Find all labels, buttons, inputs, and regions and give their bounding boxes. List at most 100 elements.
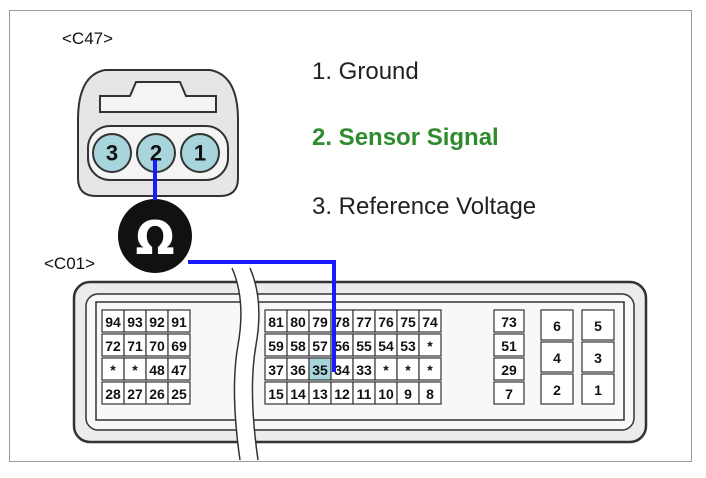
c01-pin-label: 73 (501, 314, 517, 330)
legend-ground: 1. Ground (312, 58, 419, 85)
c01-pin: 74 (418, 309, 442, 333)
c01-pin: 13 (308, 381, 332, 405)
c01-pin-label: 54 (378, 338, 394, 354)
c01-pin-label: 71 (127, 338, 143, 354)
ohmmeter: Ω (118, 199, 192, 273)
c01-pin-label: 37 (268, 362, 284, 378)
c01-pin-label: 35 (312, 362, 328, 378)
c01-pin-label: * (427, 338, 433, 354)
c01-pin-label: 12 (334, 386, 350, 402)
c01-pin-label: * (110, 362, 116, 378)
c01-pin-label: 69 (171, 338, 187, 354)
c01-pin-label: 33 (356, 362, 372, 378)
c01-pin-label: 77 (356, 314, 372, 330)
c01-pin: * (374, 357, 398, 381)
c01-pin-label: 74 (422, 314, 438, 330)
c01-pin: 47 (167, 357, 191, 381)
c01-pin: 9 (396, 381, 420, 405)
c01-pin-label: 47 (171, 362, 187, 378)
c01-pin-label: 36 (290, 362, 306, 378)
c01-pin-label: 79 (312, 314, 328, 330)
c01-pin-label: 57 (312, 338, 328, 354)
c01-pin: 7 (493, 381, 525, 405)
c01-pin-label: 26 (149, 386, 165, 402)
c01-pin-label: * (405, 362, 411, 378)
test-wires (153, 160, 336, 372)
c01-pin: 59 (264, 333, 288, 357)
c01-pin: 53 (396, 333, 420, 357)
c01-pin-label: 76 (378, 314, 394, 330)
c01-pin-label: 78 (334, 314, 350, 330)
c01-pin-label: 48 (149, 362, 165, 378)
c01-pin: 36 (286, 357, 310, 381)
c01-pin-label: 53 (400, 338, 416, 354)
c01-pin-label: 25 (171, 386, 187, 402)
c01-pin: 14 (286, 381, 310, 405)
c01-pin-label: 15 (268, 386, 284, 402)
c47-pin-label: 3 (106, 141, 118, 166)
c01-pin-label: 7 (505, 386, 513, 402)
c01-pin: 80 (286, 309, 310, 333)
c01-pin: * (396, 357, 420, 381)
c01-pin: * (418, 357, 442, 381)
c01-pin-label: * (132, 362, 138, 378)
c01-pin-label: 59 (268, 338, 284, 354)
c47-pin: 2 (136, 133, 176, 173)
c01-pin-label: 93 (127, 314, 143, 330)
connector-break (231, 267, 260, 461)
c01-pin: 27 (123, 381, 147, 405)
c01-pin: 93 (123, 309, 147, 333)
c01-pin: 75 (396, 309, 420, 333)
c01-pin-label: 56 (334, 338, 350, 354)
c01-pin: 54 (374, 333, 398, 357)
c01-pin: 51 (493, 333, 525, 357)
c01-pin-label: 8 (426, 386, 434, 402)
c01-pin: 91 (167, 309, 191, 333)
c01-pin-label: 91 (171, 314, 187, 330)
c01-pin: 73 (493, 309, 525, 333)
c01-pin: 37 (264, 357, 288, 381)
c01-pin: 5 (581, 309, 615, 341)
c01-pin-label: 2 (553, 382, 561, 398)
c01-pin-label: 10 (378, 386, 394, 402)
c01-pin-label: 34 (334, 362, 350, 378)
c01-pin-label: 72 (105, 338, 121, 354)
c01-pin-label: 58 (290, 338, 306, 354)
c01-pin: 55 (352, 333, 376, 357)
c01-pin: 57 (308, 333, 332, 357)
ohm-symbol: Ω (135, 211, 174, 265)
c01-pin-label: 14 (290, 386, 306, 402)
c01-pin: 6 (540, 309, 574, 341)
c01-pin: 79 (308, 309, 332, 333)
c01-pin-label: 5 (594, 318, 602, 334)
c01-pin: 35 (308, 357, 332, 381)
c01-pin: 69 (167, 333, 191, 357)
c47-pin: 1 (180, 133, 220, 173)
c01-pin: 28 (101, 381, 125, 405)
c01-pin: 26 (145, 381, 169, 405)
c01-pin-label: 6 (553, 318, 561, 334)
c01-pin: 3 (581, 341, 615, 373)
c01-pin-label: 81 (268, 314, 284, 330)
c01-pin-label: 9 (404, 386, 412, 402)
c01-pin: 33 (352, 357, 376, 381)
legend-sensor-signal: 2. Sensor Signal (312, 124, 499, 151)
c01-pin-label: 29 (501, 362, 517, 378)
c01-pin: 1 (581, 373, 615, 405)
c01-pin: 94 (101, 309, 125, 333)
c01-pin: 12 (330, 381, 354, 405)
c01-pin: 92 (145, 309, 169, 333)
c01-pin-label: 94 (105, 314, 121, 330)
c01-pin: 77 (352, 309, 376, 333)
legend-reference-voltage: 3. Reference Voltage (312, 193, 537, 220)
c01-pin-label: 27 (127, 386, 143, 402)
c01-pin-label: 1 (594, 382, 602, 398)
c01-pin: 56 (330, 333, 354, 357)
c47-pin: 3 (92, 133, 132, 173)
c01-pin: * (418, 333, 442, 357)
c01-pin: * (123, 357, 147, 381)
c01-pin-label: 11 (357, 386, 372, 402)
c01-pin: 72 (101, 333, 125, 357)
c01-pin-label: * (383, 362, 389, 378)
